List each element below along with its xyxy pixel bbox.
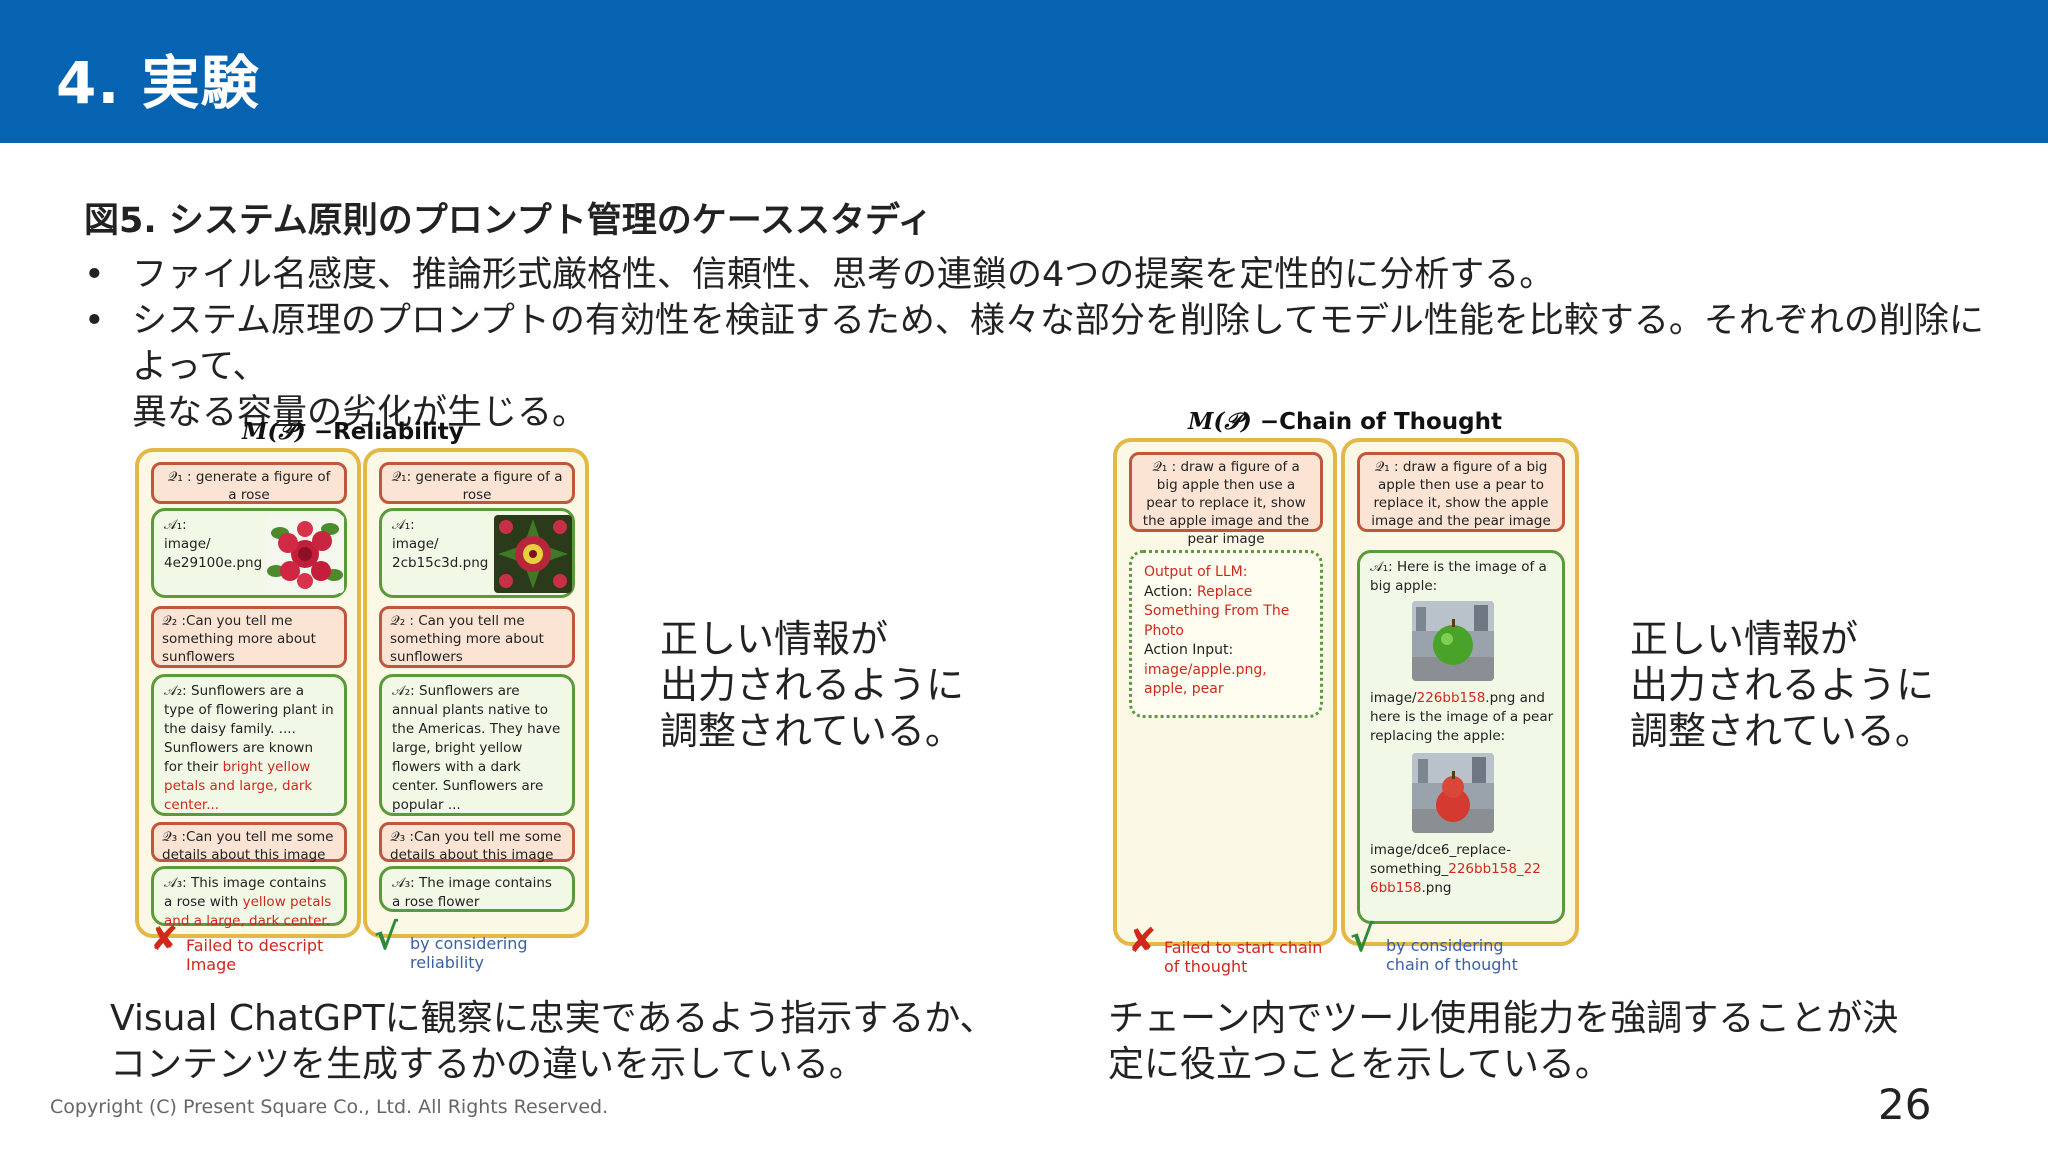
answer-bubble: 𝒜₁: image/ 4e29100e.png [151,508,347,598]
note-line: 出力されるように [1630,663,1935,707]
question-bubble: 𝒬₃ :Can you tell me some details about t… [151,822,347,863]
figure-left-column-success: 𝒬₁: generate a figure of a rose 𝒜₁: imag… [363,448,589,938]
question-bubble: 𝒬₃ :Can you tell me some details about t… [379,822,575,863]
answer-bubble: 𝒜₂: Sunflowers are a type of flowering p… [151,674,347,816]
bullet-text-continued: 異なる容量の劣化が生じる。 [132,393,588,433]
note-left: 正しい情報が 出力されるように 調整されている。 [660,616,964,754]
caption-right: チェーン内でツール使用能力を強調することが決 定に役立つことを示している。 [1108,996,1898,1088]
header-bar: 4. 実験 [0,0,2048,143]
answer-label: 𝒜₁: [164,517,187,533]
status-text: Failed to start chain of thought [1164,938,1323,976]
note-line: 調整されている。 [1630,709,1933,753]
question-bubble: 𝒬₁ : draw a figure of a big apple then u… [1129,452,1323,547]
figure-subtitle: 図5. システム原則のプロンプト管理のケーススタディ [84,201,933,241]
llm-action-label: Action: [1144,583,1198,600]
rose-kaleidoscope-icon [494,515,572,593]
status-failed: ✘ Failed to start chain of thought [1128,924,1348,982]
bullet-item: • ファイル名感度、推論形式厳格性、信頼性、思考の連鎖の4つの提案を定性的に分析… [84,252,2004,298]
caption-line: チェーン内でツール使用能力を強調することが決 [1108,998,1899,1039]
rose-image [494,515,572,593]
image-filename: image/ 2cb15c3d.png [392,536,489,571]
note-line: 出力されるように [660,663,965,707]
status-success: √ by considering chain of thought [1350,922,1570,980]
status-text: Failed to descript Image [186,936,324,974]
answer-text: 𝒜₁: Here is the image of a big apple: [1370,559,1547,594]
figure-right-title-model: M(𝒫) [1188,408,1252,435]
note-line: 正しい情報が [1630,617,1859,661]
file-suffix: .png and here is the image of a pear rep… [1370,690,1554,744]
note-line: 調整されている。 [660,709,963,753]
status-text: by considering reliability [410,934,528,972]
cross-icon: ✘ [150,919,179,959]
note-right: 正しい情報が 出力されるように 調整されている。 [1630,616,1934,754]
answer-text: 𝒜₃: This image contains a rose with [164,875,327,910]
file-prefix: image/ [1370,690,1417,706]
file-highlight: 226bb158 [1416,690,1486,706]
figure-right-title-label: −Chain of Thought [1251,409,1503,435]
question-bubble: 𝒬₁ : draw a figure of a big apple then u… [1357,452,1565,532]
bullet-text: システム原理のプロンプトの有効性を検証するため、様々な部分を削除してモデル性能を… [132,301,1984,387]
checkmark-icon: √ [1350,919,1375,960]
figure-left-title: M(𝒫) −Reliability [242,418,464,445]
file-prefix: image/dce6_replace-something_ [1370,842,1511,877]
caption-left: Visual ChatGPTに観察に忠実であるよう指示するか、 コンテンツを生成… [110,996,996,1088]
figure-right-column-success: 𝒬₁ : draw a figure of a big apple then u… [1341,438,1579,946]
caption-line: Visual ChatGPTに観察に忠実であるよう指示するか、 [110,998,996,1039]
bullet-dot: • [84,255,105,295]
figure-left-column-failed: 𝒬₁ : generate a figure of a rose 𝒜₁: ima… [135,448,361,938]
answer-text: 𝒜₂: Sunflowers are a type of flowering p… [164,683,334,775]
figure-left-title-model: M(𝒫) [242,418,306,445]
caption-line: コンテンツを生成するかの違いを示している。 [110,1044,865,1085]
answer-bubble: 𝒜₁: Here is the image of a big apple: im… [1357,550,1565,924]
question-bubble: 𝒬₁: generate a figure of a rose [379,462,575,504]
rose-image [266,515,344,593]
answer-bubble: 𝒜₁: image/ 2cb15c3d.png [379,508,575,598]
bullet-dot: • [84,301,105,341]
answer-text: image/dce6_replace-something_226bb158_22… [1370,841,1560,898]
pear-image [1412,753,1494,833]
answer-bubble: 𝒜₃: The image contains a rose flower [379,866,575,912]
pear-photo-icon [1412,753,1494,833]
image-filename: image/ 4e29100e.png [164,536,263,571]
llm-output-heading: Output of LLM: [1144,564,1248,580]
answer-highlight: bright yellow petals and large, dark cen… [164,759,313,813]
answer-bubble: 𝒜₂: Sunflowers are annual plants native … [379,674,575,816]
question-bubble: 𝒬₁ : generate a figure of a rose [151,462,347,504]
llm-input-label: Action Input: [1144,642,1234,658]
rose-bouquet-icon [266,515,344,593]
slide-title: 4. 実験 [56,49,260,117]
file-suffix: .png [1421,880,1452,896]
answer-highlight: yellow petals and a large, dark center. [164,894,332,929]
checkmark-icon: √ [374,917,399,958]
apple-photo-icon [1412,601,1494,681]
llm-action-value: Replace Something From The Photo [1144,583,1290,639]
bullet-list: • ファイル名感度、推論形式厳格性、信頼性、思考の連鎖の4つの提案を定性的に分析… [84,252,2004,436]
bullet-item: • システム原理のプロンプトの有効性を検証するため、様々な部分を削除してモデル性… [84,298,2004,436]
apple-image [1412,601,1494,681]
answer-label: 𝒜₁: [392,517,415,533]
cross-icon: ✘ [1128,921,1157,961]
answer-bubble: 𝒜₃: This image contains a rose with yell… [151,866,347,929]
figure-left-title-label: −Reliability [305,419,464,445]
question-bubble: 𝒬₂ : Can you tell me something more abou… [379,606,575,668]
status-failed: ✘ Failed to descript Image [150,922,350,976]
answer-text: image/226bb158.png and here is the image… [1370,689,1560,746]
note-line: 正しい情報が [660,617,889,661]
caption-line: 定に役立つことを示している。 [1108,1044,1611,1085]
figure-right-column-failed: 𝒬₁ : draw a figure of a big apple then u… [1113,438,1337,946]
figure-right-title: M(𝒫) −Chain of Thought [1188,408,1502,435]
status-text: by considering chain of thought [1386,936,1518,974]
copyright-footer: Copyright (C) Present Square Co., Ltd. A… [50,1096,609,1118]
page-number: 26 [1878,1080,1932,1129]
question-bubble: 𝒬₂ :Can you tell me something more about… [151,606,347,668]
llm-input-value: image/apple.png, apple, pear [1144,661,1267,698]
llm-output-box: Output of LLM: Action: Replace Something… [1129,550,1323,718]
file-highlight: 226bb158_22 6bb158 [1370,861,1541,896]
status-success: √ by considering reliability [374,920,574,978]
bullet-text: ファイル名感度、推論形式厳格性、信頼性、思考の連鎖の4つの提案を定性的に分析する… [132,255,1555,295]
